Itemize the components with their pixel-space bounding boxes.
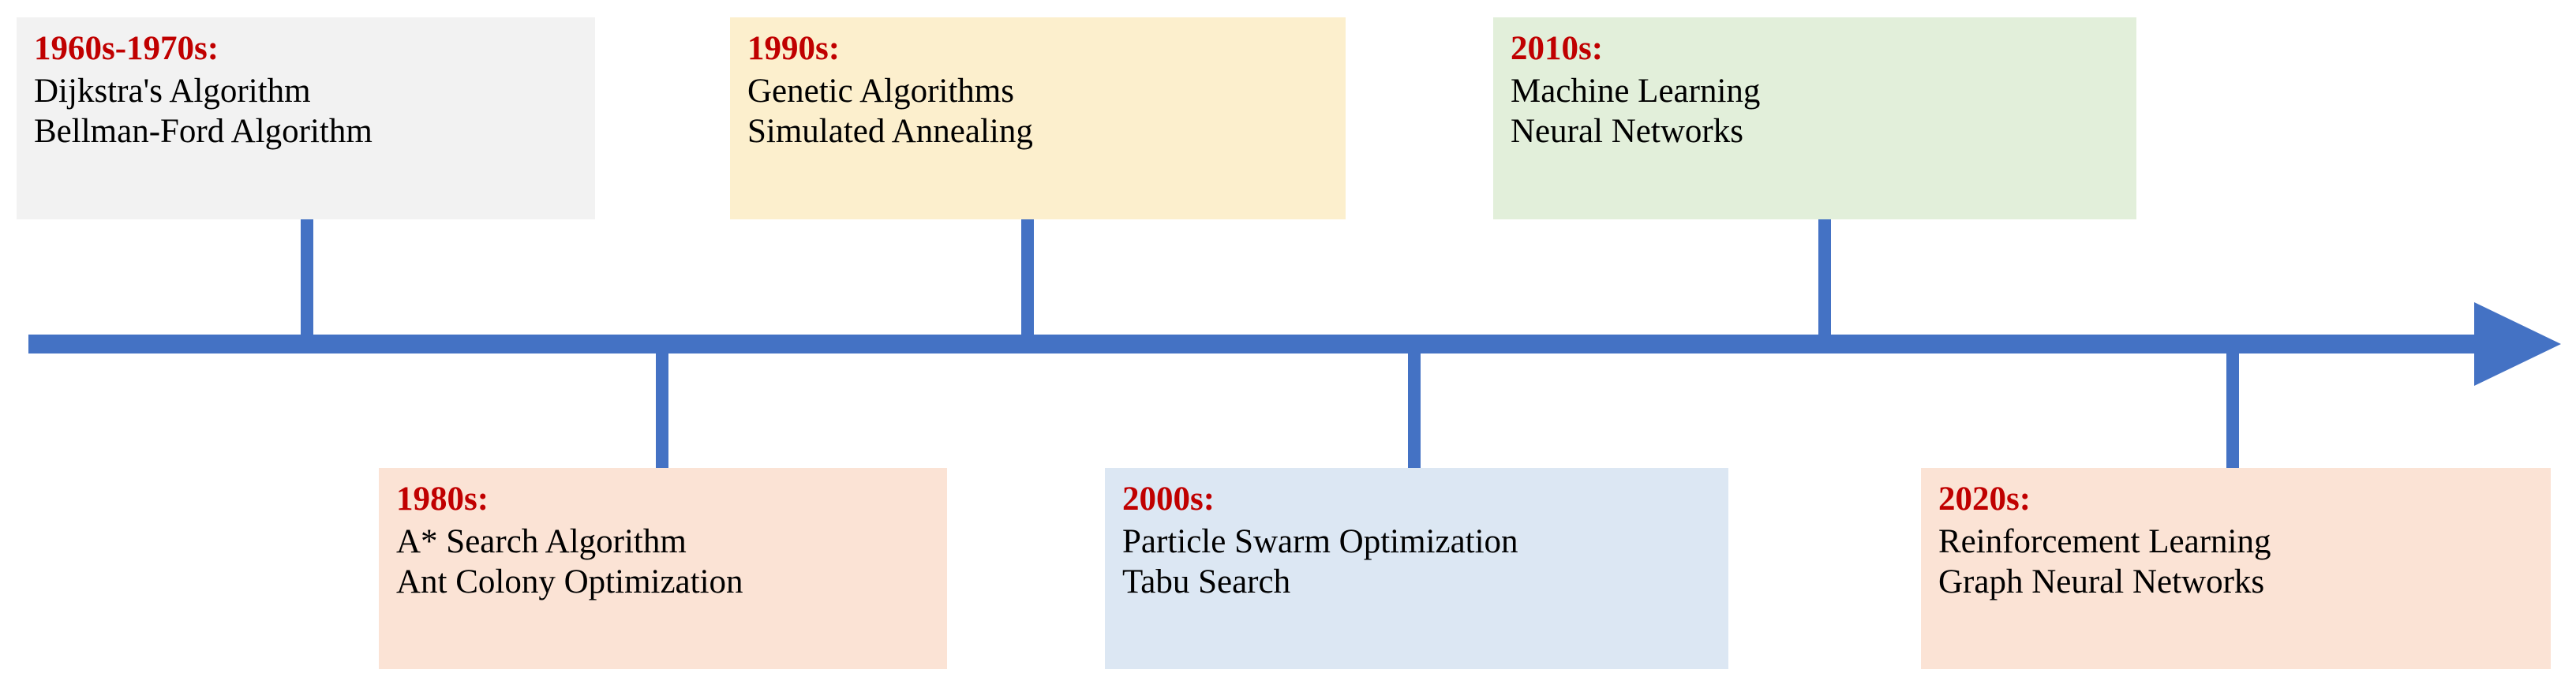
event-box-2020s[interactable]: 2020s: Reinforcement Learning Graph Neur…: [1921, 468, 2551, 669]
event-item-2000s-1: Tabu Search: [1122, 563, 1291, 601]
era-label-1990s: 1990s:: [747, 30, 841, 67]
event-box-1980s[interactable]: 1980s: A* Search Algorithm Ant Colony Op…: [379, 468, 947, 669]
stem-2020s: [2226, 350, 2239, 469]
event-item-1960s-1970s-1: Bellman-Ford Algorithm: [34, 113, 373, 151]
stem-2010s: [1818, 219, 1831, 337]
event-item-1980s-1: Ant Colony Optimization: [396, 563, 743, 601]
event-item-2010s-0: Machine Learning: [1511, 72, 1761, 110]
stem-2000s: [1408, 350, 1421, 469]
stem-1960s-1970s: [301, 219, 313, 337]
event-item-2020s-0: Reinforcement Learning: [1938, 522, 2271, 560]
event-box-2000s[interactable]: 2000s: Particle Swarm Optimization Tabu …: [1105, 468, 1728, 669]
event-box-1960s-1970s[interactable]: 1960s-1970s: Dijkstra's Algorithm Bellma…: [17, 17, 595, 219]
event-item-2000s-0: Particle Swarm Optimization: [1122, 522, 1518, 560]
era-label-2010s: 2010s:: [1511, 30, 1604, 67]
event-item-2020s-1: Graph Neural Networks: [1938, 563, 2265, 601]
timeline-arrow-head-icon: [2474, 302, 2561, 386]
event-item-2010s-1: Neural Networks: [1511, 113, 1743, 151]
event-item-1960s-1970s-0: Dijkstra's Algorithm: [34, 72, 311, 110]
era-label-1960s-1970s: 1960s-1970s:: [34, 30, 219, 67]
stem-1990s: [1021, 219, 1034, 337]
era-label-2020s: 2020s:: [1938, 481, 2031, 518]
stem-1980s: [656, 350, 668, 469]
era-label-1980s: 1980s:: [396, 481, 489, 518]
event-item-1990s-0: Genetic Algorithms: [747, 72, 1014, 110]
event-item-1990s-1: Simulated Annealing: [747, 113, 1033, 151]
timeline-axis-shaft: [28, 335, 2475, 353]
event-item-1980s-0: A* Search Algorithm: [396, 522, 687, 560]
event-box-1990s[interactable]: 1990s: Genetic Algorithms Simulated Anne…: [730, 17, 1346, 219]
era-label-2000s: 2000s:: [1122, 481, 1215, 518]
event-box-2010s[interactable]: 2010s: Machine Learning Neural Networks: [1493, 17, 2136, 219]
